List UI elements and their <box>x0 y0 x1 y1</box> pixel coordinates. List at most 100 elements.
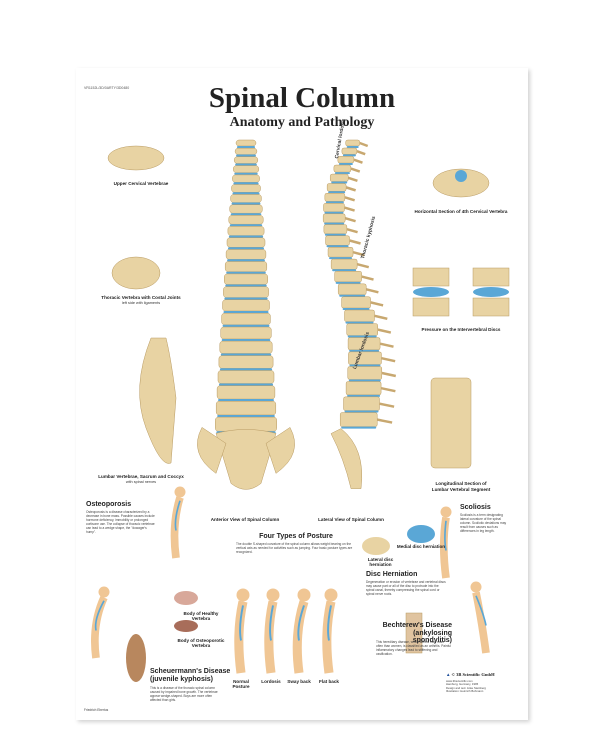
lateral-vertebra <box>341 147 358 155</box>
spinous-process <box>344 196 356 202</box>
scoliosis-title: Scoliosis <box>460 504 491 511</box>
caption-thoracic: Thoracic Vertebra with Costal Joints <box>101 295 181 300</box>
lateral-vertebra <box>343 396 380 411</box>
spinous-process <box>347 176 358 182</box>
lateral-vertebra <box>324 193 346 202</box>
poster-subtitle: Anatomy and Pathology <box>229 115 375 130</box>
posture-person-spine <box>239 605 244 641</box>
lateral-vertebra <box>322 213 346 223</box>
upper-cervical-figure <box>107 145 165 171</box>
anterior-disc <box>227 259 265 262</box>
anterior-vertebra <box>228 215 264 225</box>
anterior-vertebra <box>219 340 273 354</box>
scheuermann-person-head <box>98 586 110 598</box>
lateral-disc <box>331 181 348 184</box>
anterior-disc <box>224 297 268 300</box>
lateral-disc <box>332 269 357 272</box>
caption-anterior-view: Anterior View of Spinal Column <box>210 517 280 522</box>
anterior-vertebra <box>231 184 261 193</box>
lateral-sacrum <box>330 428 362 489</box>
anterior-vertebra <box>224 273 268 285</box>
posture-person-head <box>266 588 280 602</box>
spinous-process <box>381 371 397 378</box>
caption-lumbar-sub: with spinal nerves <box>125 480 157 484</box>
caption-upper-cervical: Upper Cervical Vertebrae <box>113 181 169 186</box>
anterior-disc <box>228 235 264 238</box>
spinous-process <box>370 301 384 307</box>
caption-pressure: Pressure on the Intervertebral Discs <box>421 327 501 332</box>
sacrum <box>215 429 277 490</box>
lateral-vertebra <box>339 412 378 427</box>
anterior-vertebra <box>232 174 260 183</box>
scoliosis-person-spine <box>444 520 447 551</box>
osteoporosis-title: Osteoporosis <box>86 501 132 508</box>
scoliosis-text: Scoliosis is a term designating lateral … <box>460 513 507 533</box>
posture-person-head <box>297 588 311 602</box>
anterior-disc <box>235 163 257 166</box>
anterior-vertebra <box>225 249 267 260</box>
spinous-process <box>344 216 356 223</box>
posture-text: The double S-shaped curvature of the spi… <box>236 542 353 554</box>
anterior-disc <box>236 154 256 157</box>
anterior-disc <box>223 311 269 314</box>
spinous-process <box>374 314 388 321</box>
anterior-vertebra <box>215 416 277 432</box>
caption-medial-disc: Medial disc herniation <box>396 544 446 549</box>
lateral-disc <box>348 379 381 382</box>
spinal-column-poster: VR1152L/3D/0ARTY/3D0480 Spinal Column An… <box>76 68 528 720</box>
caption-longitudinal: Longitudinal Section of <box>435 481 487 486</box>
scheuermann-subtitle: (juvenile kyphosis) <box>150 676 214 683</box>
spinous-process <box>365 288 379 294</box>
lateral-vertebra <box>345 139 360 147</box>
lateral-vertebra <box>337 283 367 296</box>
posture-title: Four Types of Posture <box>259 533 333 540</box>
anterior-vertebra <box>217 370 275 384</box>
illustrations <box>91 139 510 682</box>
posture-person-spine <box>297 605 305 641</box>
bechterew-title: Bechterew's Disease <box>382 622 452 629</box>
poster-code: VR1152L/3D/0ARTY/3D0480 <box>84 86 130 90</box>
caption-healthy-vertebra: Body of Healthy Vertebra <box>183 611 219 621</box>
osteoporosis-person-spine <box>174 500 181 531</box>
lateral-vertebra <box>341 296 371 309</box>
posture-person-head <box>324 588 338 602</box>
pressure-disc <box>413 287 449 297</box>
anterior-disc <box>225 284 267 287</box>
posture-label-lordosis: Lordosis <box>261 679 281 684</box>
lateral-disc <box>347 335 377 338</box>
anterior-disc <box>222 324 270 327</box>
lateral-vertebra <box>346 323 378 336</box>
anterior-disc <box>220 353 272 356</box>
lateral-disc <box>338 163 353 166</box>
osteoporotic-vertebra-body <box>174 620 198 632</box>
healthy-vertebra-body <box>174 591 198 605</box>
lateral-disc <box>342 154 356 157</box>
lateral-vertebra <box>330 258 358 270</box>
lateral-disc <box>325 201 344 204</box>
anterior-vertebra <box>218 355 274 369</box>
lateral-disc <box>344 410 379 413</box>
posture-label-normal: Normal Posture <box>232 679 250 689</box>
bechterew-person-head <box>470 581 482 593</box>
anterior-vertebra <box>226 237 266 248</box>
spinous-process <box>350 167 361 173</box>
lateral-vertebra <box>337 156 355 164</box>
anterior-vertebra <box>223 286 269 298</box>
lateral-vertebra <box>347 337 381 351</box>
lateral-disc <box>328 191 346 194</box>
scoliosis-person-head <box>440 506 452 518</box>
lateral-disc <box>349 349 380 352</box>
pressure-vertebra <box>412 267 450 287</box>
lateral-disc <box>335 281 361 284</box>
spinous-process <box>361 275 374 281</box>
anterior-disc <box>232 192 260 195</box>
poster-title: Spinal Column <box>208 82 396 114</box>
lateral-disc <box>324 233 346 236</box>
spinous-process <box>376 418 393 424</box>
lateral-disc <box>329 257 353 260</box>
caption-longitudinal-2: Lumbar Vertebral Segment <box>431 487 491 492</box>
pelvis-wings <box>197 427 295 474</box>
lateral-disc <box>345 321 374 324</box>
anterior-vertebra <box>235 139 257 147</box>
